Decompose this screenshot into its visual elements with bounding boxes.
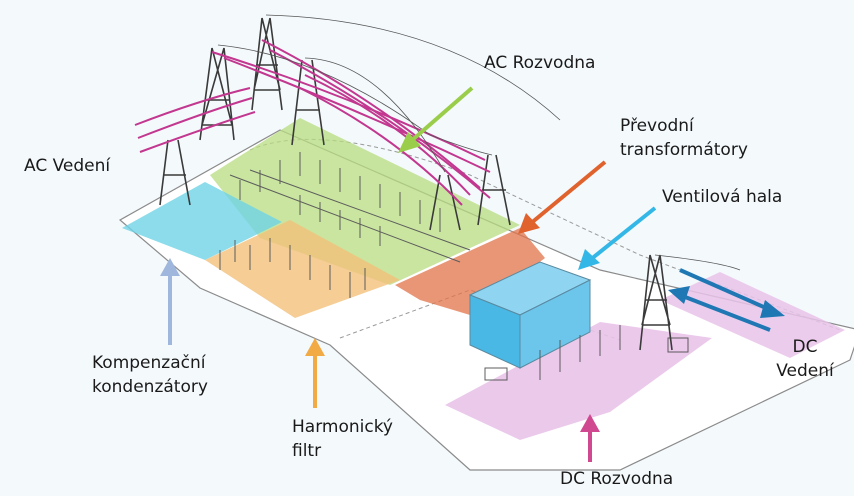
label-dc-vedeni-line1: DC: [792, 337, 818, 357]
zone-dc-switchyard: [445, 322, 712, 440]
label-prevodni-line2: transformátory: [620, 140, 748, 160]
ac-lines: [134, 39, 491, 206]
zone-harmonic-filter: [205, 220, 400, 318]
overhead-ground-wires: [217, 14, 741, 271]
arrow-converter-transformers: [518, 160, 607, 234]
arrow-compensation-capacitors: [160, 258, 180, 345]
arrow-dc-switchyard: [580, 414, 600, 462]
transmission-towers: [159, 17, 673, 351]
label-kompenzacni-line2: kondenzátory: [92, 377, 208, 397]
valve-hall-building: [468, 261, 592, 369]
label-dc-vedeni-line2: Vedení: [776, 361, 834, 381]
zone-converter-transformers: [395, 228, 545, 315]
zone-compensation-capacitors: [122, 182, 282, 260]
label-harmonicky-line1: Harmonický: [292, 417, 393, 437]
arrow-harmonic-filter: [305, 338, 325, 408]
label-ac-vedeni: AC Vedení: [24, 156, 111, 176]
label-harmonicky-line2: filtr: [292, 441, 322, 461]
label-ventilova-hala: Ventilová hala: [662, 187, 783, 207]
switchyard-equipment: [219, 152, 689, 381]
arrow-ac-switchyard: [398, 86, 474, 153]
dc-line-strip: [660, 272, 845, 358]
dc-lines: [668, 268, 785, 332]
label-ac-rozvodna: AC Rozvodna: [484, 53, 596, 73]
label-prevodni-line1: Převodní: [620, 116, 694, 136]
arrow-valve-hall: [578, 206, 657, 270]
label-kompenzacni-line1: Kompenzační: [92, 353, 206, 373]
label-dc-rozvodna: DC Rozvodna: [560, 469, 674, 489]
